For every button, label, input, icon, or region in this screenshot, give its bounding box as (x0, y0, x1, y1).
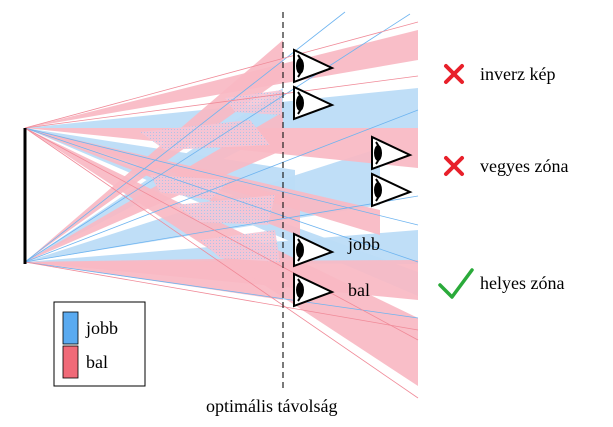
eye-icon (293, 232, 335, 268)
left-beam (25, 40, 283, 262)
left-beam (25, 112, 283, 262)
left-ray (24, 127, 419, 399)
left-ray (24, 261, 419, 331)
cross-icon (444, 156, 464, 176)
legend: jobb bal (53, 301, 146, 387)
zone-label-mixed: vegyes zóna (480, 156, 568, 176)
overlap-region (140, 120, 270, 150)
right-ray (24, 195, 419, 263)
optimal-distance-label: optimális távolság (206, 396, 337, 416)
legend-swatch-left (62, 345, 79, 379)
eyes (293, 48, 413, 308)
right-ray (24, 127, 419, 263)
left-ray (24, 127, 419, 341)
eye-icon (293, 85, 335, 121)
zone-label-inverse: inverz kép (480, 64, 555, 84)
overlap-region (200, 230, 280, 262)
eye-icon (371, 135, 413, 171)
left-beam (25, 30, 418, 128)
eye-icon (293, 48, 335, 84)
right-ray (24, 11, 346, 263)
right-ray (24, 109, 419, 263)
eye-icon (293, 272, 335, 308)
eye-label-left: bal (348, 280, 370, 300)
legend-swatch-right (62, 311, 79, 345)
left-ray (24, 75, 419, 129)
right-ray (24, 261, 419, 319)
eye-label-right: jobb (347, 234, 380, 254)
right-ray (24, 127, 419, 226)
left-ray (24, 21, 419, 129)
ray-lines (24, 11, 419, 399)
eye-icon (371, 172, 413, 208)
overlap-region (175, 195, 275, 225)
cross-icon (444, 64, 464, 84)
beam-fans (25, 30, 418, 386)
overlap-region (150, 175, 230, 200)
zone-label-correct: helyes zóna (480, 273, 564, 293)
right-ray (24, 13, 411, 263)
legend-label-right: jobb (85, 318, 118, 338)
legend-label-left: bal (86, 352, 108, 372)
check-icon (438, 268, 474, 299)
